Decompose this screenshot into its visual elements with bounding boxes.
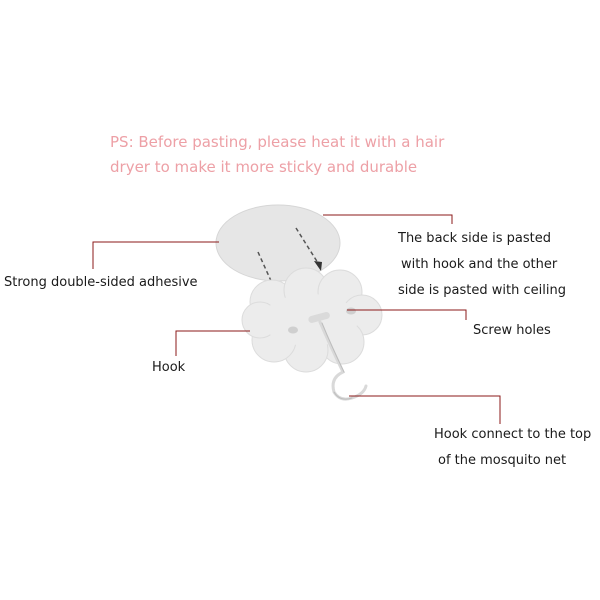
heating-note-line-1: PS: Before pasting, please heat it with … (110, 133, 445, 151)
back-side-label: The back side is pasted with hook and th… (398, 226, 566, 304)
assembly-arrows (257, 227, 319, 284)
back-side-line-3: side is pasted with ceiling (398, 283, 566, 298)
heating-note: PS: Before pasting, please heat it with … (110, 130, 490, 180)
leader-lines (92, 214, 501, 424)
back-side-line-1: The back side is pasted (398, 231, 551, 246)
back-side-line-2: with hook and the other (401, 257, 558, 272)
hook-label-text: Hook (152, 360, 186, 375)
screw-hole-right (346, 307, 356, 315)
adhesive-pad (215, 204, 341, 282)
hook-connect-line-1: Hook connect to the top (434, 427, 592, 442)
hook-connect-label: Hook connect to the top of the mosquito … (434, 422, 591, 474)
arrow-head-right (314, 261, 322, 271)
hook-label: Hook (152, 355, 185, 381)
screw-hole-left (288, 326, 298, 334)
screw-holes-label: Screw holes (473, 318, 551, 344)
adhesive-label-text: Strong double-sided adhesive (4, 275, 198, 290)
hook-slot (308, 312, 330, 323)
screw-holes-label-text: Screw holes (473, 323, 551, 338)
hook-connect-line-2: of the mosquito net (438, 453, 567, 468)
adhesive-label: Strong double-sided adhesive (4, 270, 198, 296)
heating-note-line-2: dryer to make it more sticky and durable (110, 158, 418, 176)
